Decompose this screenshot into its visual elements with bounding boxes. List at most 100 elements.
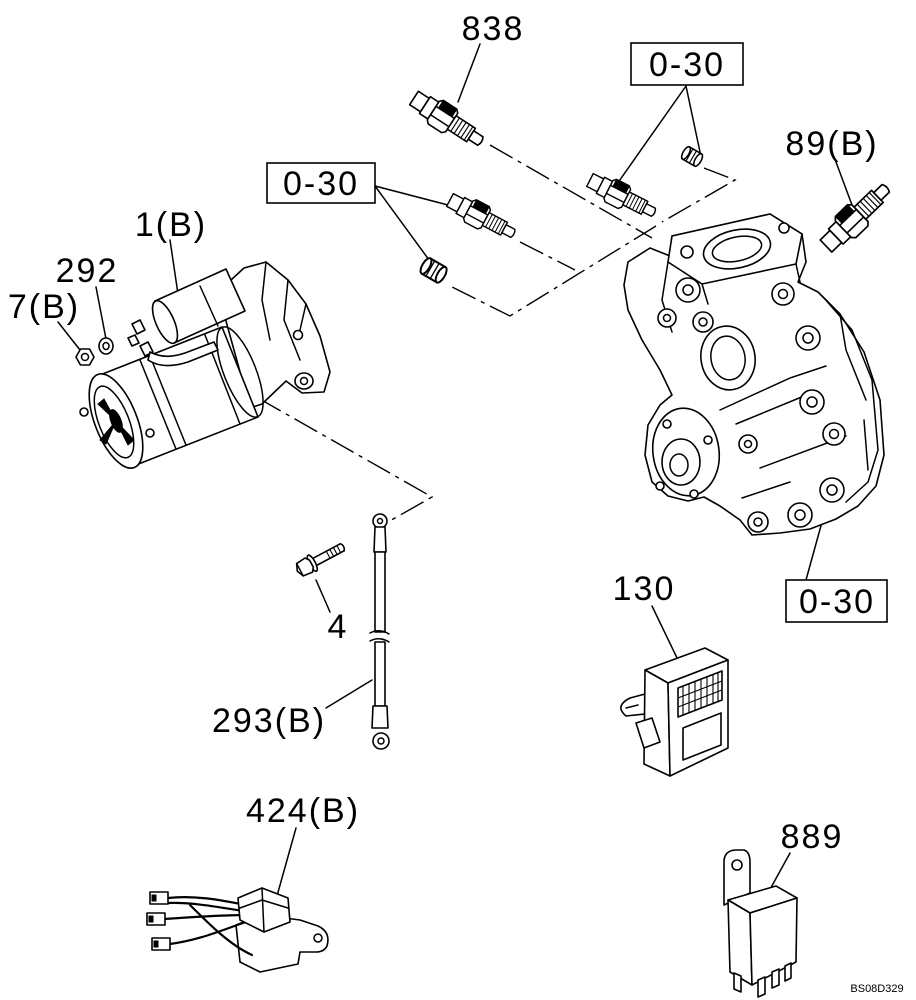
label-7b: 7(B) — [8, 288, 80, 326]
leader-lines — [57, 43, 853, 904]
label-0-30-right: 0-30 — [799, 583, 875, 621]
rear-bracket-spokes — [97, 398, 135, 446]
mounting-slot — [625, 704, 639, 709]
label-293b: 293(B) — [212, 702, 326, 740]
pulley-bolt-hole — [655, 481, 665, 491]
leader-89b — [835, 161, 853, 206]
ring-terminal-bottom — [372, 732, 390, 750]
boss — [747, 511, 769, 533]
boss — [787, 502, 813, 528]
cap-0-30-left — [417, 255, 450, 286]
crimp-top — [373, 526, 387, 553]
label-838: 838 — [462, 10, 525, 48]
sensor-838 — [405, 85, 490, 155]
leader-130 — [651, 605, 679, 661]
ring-terminal-hole — [376, 517, 384, 525]
leader-1b — [169, 239, 179, 295]
boss-hole — [828, 428, 840, 440]
boss — [738, 434, 758, 454]
cable-break — [369, 630, 390, 643]
through-bolt — [79, 407, 89, 417]
harness-424b — [146, 887, 329, 973]
rear-hub — [109, 409, 123, 433]
boss — [819, 477, 845, 503]
nut-hole — [80, 352, 90, 362]
relay-terminal — [771, 968, 780, 989]
washer — [98, 337, 114, 355]
wire — [188, 903, 254, 957]
boss — [675, 277, 701, 303]
connector-block — [635, 717, 661, 749]
pulley-bolt-hole — [703, 435, 713, 445]
boss-hole — [806, 396, 818, 408]
ref-box-top — [630, 42, 744, 86]
terminal-stud — [127, 334, 140, 347]
label-292: 292 — [56, 252, 119, 290]
label-424b: 424(B) — [246, 792, 360, 830]
leader-0-30-top — [616, 85, 701, 185]
leader-4 — [315, 579, 331, 613]
wire — [168, 920, 248, 946]
boss-hole — [743, 439, 753, 449]
drive-housing-ribs — [261, 261, 307, 361]
relay-889 — [723, 849, 798, 998]
boss — [795, 325, 821, 351]
terminal-stud — [131, 319, 146, 335]
bolt-4 — [295, 542, 346, 577]
bracket-hole — [731, 859, 743, 871]
water-pump-housing — [623, 213, 885, 536]
bracket-hole — [313, 933, 323, 943]
relay-terminal — [784, 962, 792, 982]
boss-hole — [777, 288, 789, 300]
boss-hole — [794, 509, 806, 521]
drawing-code: BS08D329 — [850, 983, 903, 995]
label-889: 889 — [781, 818, 844, 856]
sensor-89b — [814, 175, 898, 258]
bolt-head-edge — [295, 562, 304, 577]
sensor-0-30-left — [443, 188, 521, 246]
pulley-bolt-hole — [689, 489, 699, 499]
harness-module-edge — [239, 887, 289, 933]
relay-front — [749, 897, 798, 986]
rear-end-cover-inner — [93, 385, 135, 459]
washer-hole — [102, 341, 110, 351]
crimp-bottom — [371, 705, 389, 729]
relay-bracket — [723, 849, 751, 906]
label-130: 130 — [613, 570, 676, 608]
boss-hole — [662, 313, 672, 323]
connection-lines — [257, 144, 737, 523]
boss-hole — [753, 517, 763, 527]
flange-hole — [778, 222, 790, 234]
boss — [822, 422, 846, 446]
housing-gasket-edge — [823, 297, 879, 503]
flange-hole — [680, 245, 694, 259]
ring-terminal-top — [372, 513, 388, 529]
dash-starter-to-cable — [257, 397, 434, 523]
boss — [657, 308, 677, 328]
through-bolt — [145, 428, 155, 438]
leader-424b — [274, 827, 297, 904]
label-89b: 89(B) — [785, 125, 878, 163]
boss-hole — [826, 484, 838, 496]
dash-housing-to-left-cap — [449, 225, 657, 317]
flange-opening — [702, 228, 772, 270]
relay-side — [727, 899, 753, 986]
leader-0-30-right — [805, 521, 823, 581]
dash-cap-to-housing — [661, 167, 737, 223]
cap-0-30-top — [679, 144, 706, 169]
cable-upper — [374, 551, 386, 633]
relay-terminal — [757, 976, 766, 998]
vent-grid-lines — [677, 672, 723, 716]
mounting-hole — [292, 329, 304, 341]
pulley-hub — [661, 438, 701, 486]
wire — [163, 913, 248, 921]
field-lead — [147, 341, 219, 367]
mounting-tab — [620, 693, 646, 717]
label-4: 4 — [328, 608, 349, 646]
side-port-bore — [710, 335, 746, 381]
leader-889 — [767, 852, 791, 894]
boss — [771, 282, 795, 306]
solenoid-cap — [151, 299, 179, 345]
yoke-front-edge — [216, 326, 264, 418]
